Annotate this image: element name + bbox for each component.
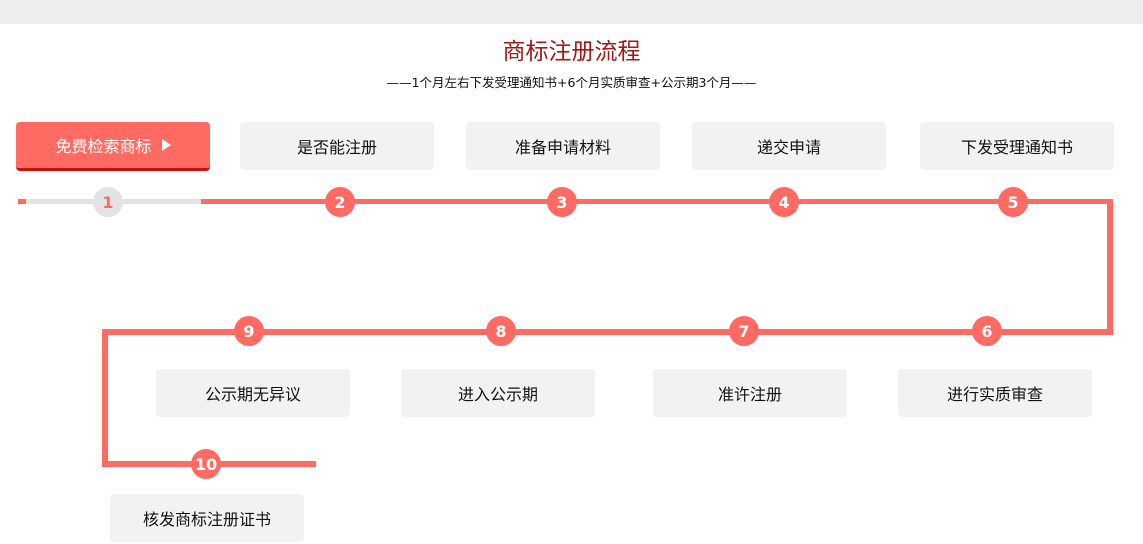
step-label: 免费检索商标 (55, 137, 152, 156)
route-line-row2 (102, 329, 1113, 335)
step-label: 进行实质审查 (946, 385, 1043, 404)
step-number-3: 3 (547, 187, 577, 217)
free-trademark-search-button[interactable]: 免费检索商标 (16, 122, 210, 171)
route-line-start (18, 199, 26, 204)
step-box-2: 是否能注册 (240, 122, 434, 170)
route-line-left-vertical (102, 329, 108, 467)
page-subtitle: ——1个月左右下发受理通知书+6个月实质审查+公示期3个月—— (386, 75, 757, 90)
top-bar (0, 0, 1143, 24)
step-label: 递交申请 (756, 138, 821, 157)
step-box-6: 进行实质审查 (898, 369, 1092, 417)
step-box-9: 公示期无异议 (156, 369, 350, 417)
step-label: 准备申请材料 (514, 138, 611, 157)
step-number-10: 10 (191, 449, 221, 479)
step-number-4: 4 (769, 187, 799, 217)
play-arrow-icon (161, 139, 171, 151)
step-box-7: 准许注册 (653, 369, 847, 417)
step-label: 进入公示期 (457, 385, 538, 404)
step-label: 准许注册 (717, 385, 782, 404)
step-box-8: 进入公示期 (401, 369, 595, 417)
step-box-5: 下发受理通知书 (920, 122, 1114, 170)
step-label: 是否能注册 (296, 138, 377, 157)
step-number-9: 9 (234, 316, 264, 346)
step-label: 公示期无异议 (204, 385, 301, 404)
route-line-right-vertical (1107, 199, 1113, 335)
step-number-1: 1 (93, 187, 123, 217)
step-box-10: 核发商标注册证书 (110, 494, 304, 542)
step-label: 下发受理通知书 (960, 138, 1073, 157)
step-number-7: 7 (729, 316, 759, 346)
step-number-5: 5 (998, 187, 1028, 217)
step-number-8: 8 (486, 316, 516, 346)
step-label: 核发商标注册证书 (142, 510, 271, 529)
step-box-3: 准备申请材料 (466, 122, 660, 170)
page-title: 商标注册流程 (502, 39, 641, 65)
route-line-row1 (201, 199, 1113, 204)
step-number-2: 2 (325, 187, 355, 217)
step-number-6: 6 (972, 316, 1002, 346)
step-box-4: 递交申请 (692, 122, 886, 170)
